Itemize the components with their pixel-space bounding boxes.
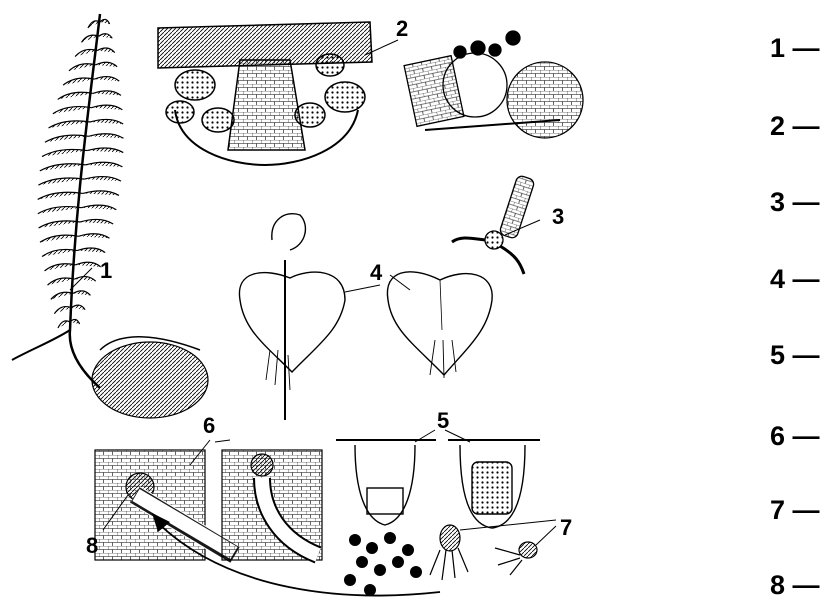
rhizome-roots [92, 342, 208, 418]
prothallus-with-young-sporophyte [239, 214, 345, 420]
figure-label-3: 3 [552, 204, 564, 229]
figure-label-5: 5 [437, 408, 449, 433]
answer-row-3: 3 — [770, 187, 820, 217]
answer-row-8: 8 — [770, 570, 820, 600]
mature-antheridium [448, 440, 540, 528]
prothallus [387, 272, 492, 378]
antheridium [336, 440, 436, 596]
figure-label-8: 8 [86, 533, 98, 558]
answer-row-4: 4 — [770, 264, 820, 294]
figure-label-2: 2 [396, 16, 408, 41]
opening-sporangium [404, 31, 583, 138]
answer-row-2: 2 — [770, 111, 820, 141]
figure-label-4: 4 [370, 260, 383, 285]
archegonium-with-zygote [95, 440, 235, 560]
germinating-spore-protonema [452, 175, 540, 274]
answer-row-5: 5 — [770, 340, 820, 370]
answer-row-6: 6 — [770, 421, 820, 451]
sorus-cross-section [158, 22, 398, 165]
figure-label-6: 6 [203, 413, 215, 438]
figure-label-7: 7 [560, 515, 572, 540]
spermatozoids [430, 520, 556, 580]
figure-label-1: 1 [100, 258, 112, 283]
answer-row-1: 1 — [770, 33, 820, 63]
archegonium [215, 440, 322, 560]
fern-sporophyte [12, 14, 208, 418]
answer-row-7: 7 — [770, 495, 820, 525]
